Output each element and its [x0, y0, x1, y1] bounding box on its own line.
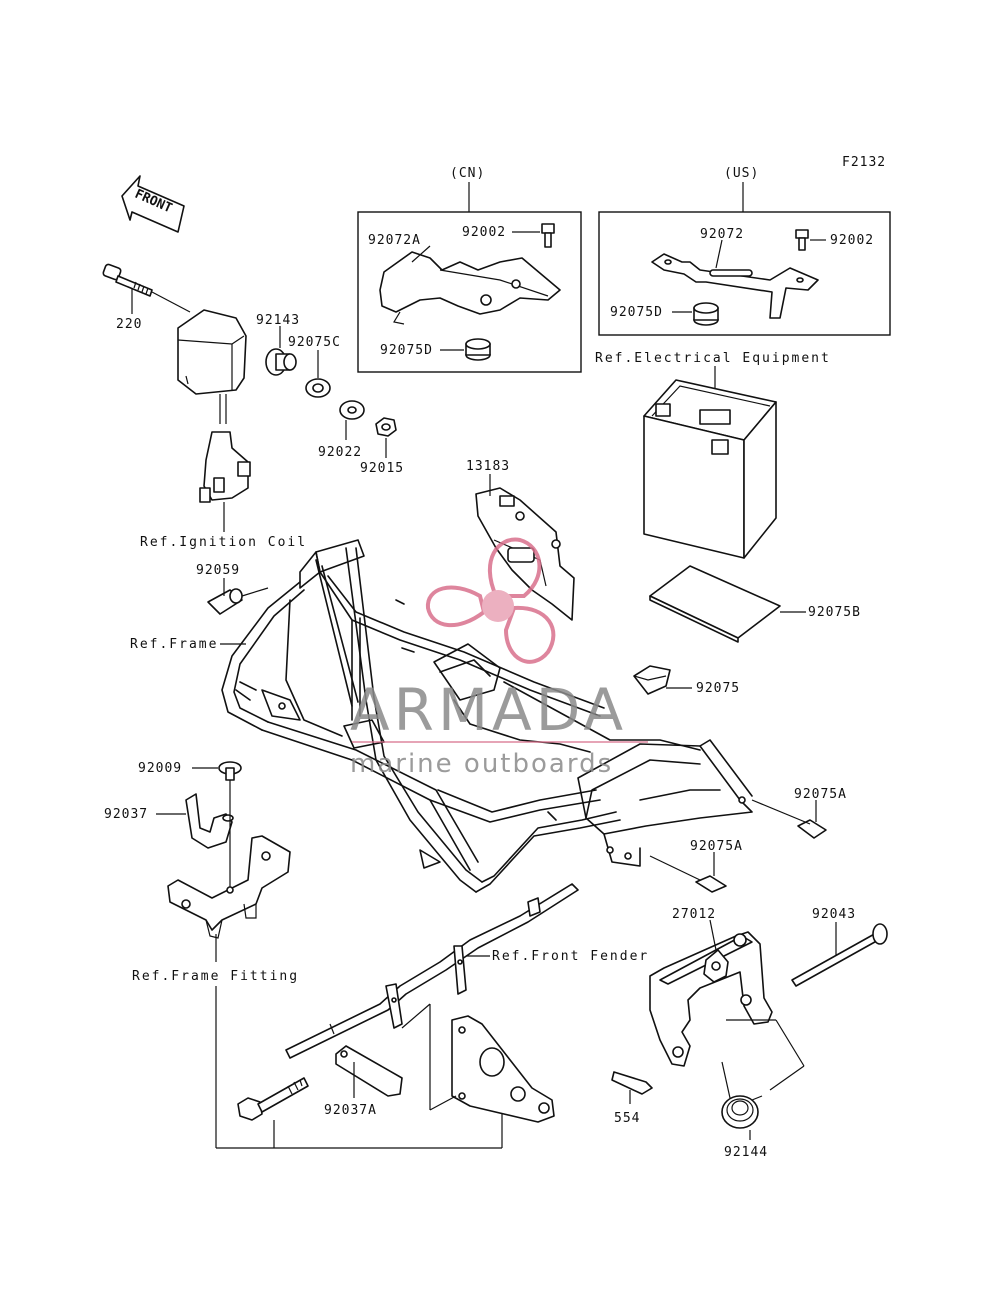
- screw-92009: [218, 761, 242, 781]
- label-92015: 92015: [360, 461, 404, 476]
- rubber-92075: [633, 665, 671, 695]
- label-92059: 92059: [196, 563, 240, 578]
- label-92002-cn: 92002: [462, 225, 506, 240]
- spring-92144: [721, 1061, 763, 1129]
- label-92075b: 92075B: [808, 605, 861, 620]
- label-13183: 13183: [466, 459, 510, 474]
- label-92072a: 92072A: [368, 233, 421, 248]
- washer-92022: [339, 400, 365, 420]
- clamp-92037: [185, 793, 234, 849]
- bolt-92002-us: [795, 229, 809, 251]
- bracket-plate-large: [451, 1015, 555, 1123]
- label-92075a-upper: 92075A: [794, 787, 847, 802]
- bolt-92002-cn: [541, 223, 555, 248]
- cn-variant-box: (CN) 92072A 92002 92075D: [357, 166, 582, 373]
- watermark-brand: ARMADA: [350, 676, 627, 744]
- pin-554: [611, 1071, 653, 1095]
- bracket-92072: [651, 253, 819, 319]
- label-220: 220: [116, 317, 142, 332]
- label-92144: 92144: [724, 1145, 768, 1160]
- ignition-coil: [177, 309, 247, 424]
- ref-frame-fitting: Ref.Frame Fitting: [132, 969, 299, 984]
- label-92075: 92075: [696, 681, 740, 696]
- pad-92075a-lower: [695, 875, 727, 893]
- front-arrow-icon: FRONT: [121, 175, 185, 233]
- label-554: 554: [614, 1111, 640, 1126]
- bolt-220: [102, 263, 153, 297]
- us-variant-box: (US) 92072 92002 92075D: [598, 166, 891, 336]
- battery-pad-92075b: [649, 565, 781, 643]
- label-92143: 92143: [256, 313, 300, 328]
- label-92075c: 92075C: [288, 335, 341, 350]
- front-fender-bracket: [285, 883, 579, 1059]
- label-92002-us: 92002: [830, 233, 874, 248]
- label-92072: 92072: [700, 227, 744, 242]
- label-92043: 92043: [812, 907, 856, 922]
- label-92009: 92009: [138, 761, 182, 776]
- label-92075a-lower: 92075A: [690, 839, 743, 854]
- ref-front-fender: Ref.Front Fender: [492, 949, 649, 964]
- shaft-92043: [791, 923, 888, 987]
- cap-92059: [207, 588, 243, 615]
- label-92037: 92037: [104, 807, 148, 822]
- watermark-tagline: marine outboards: [350, 749, 613, 779]
- damper-92075d-us: [693, 302, 719, 326]
- figure-code: F2132: [842, 155, 886, 170]
- bracket-92072a: [379, 251, 561, 325]
- label-92037a: 92037A: [324, 1103, 377, 1118]
- collar-92143: [265, 348, 297, 376]
- frame: [221, 539, 753, 893]
- nut-92015: [375, 417, 397, 437]
- damper-92075d-cn: [465, 338, 491, 361]
- pad-92075a-upper: [797, 819, 827, 839]
- ref-electrical-equipment: Ref.Electrical Equipment: [595, 351, 831, 366]
- battery: [643, 379, 777, 559]
- bracket-frame-fitting: [167, 835, 291, 939]
- label-27012: 27012: [672, 907, 716, 922]
- ref-ignition-coil: Ref.Ignition Coil: [140, 535, 307, 550]
- cn-label: (CN): [450, 166, 485, 181]
- us-label: (US): [724, 166, 759, 181]
- bolt-frame-fitting: [237, 1077, 309, 1121]
- ref-frame: Ref.Frame: [130, 637, 218, 652]
- coil-connector: [199, 431, 251, 503]
- label-92022: 92022: [318, 445, 362, 460]
- grommet-92075c: [305, 378, 331, 398]
- arm-27012: [649, 931, 773, 1067]
- armada-logo-icon: [425, 537, 556, 664]
- watermark: ARMADA marine outboards: [350, 537, 648, 779]
- label-92075d-cn: 92075D: [380, 343, 433, 358]
- label-92075d-us: 92075D: [610, 305, 663, 320]
- plate-92037a: [335, 1045, 403, 1097]
